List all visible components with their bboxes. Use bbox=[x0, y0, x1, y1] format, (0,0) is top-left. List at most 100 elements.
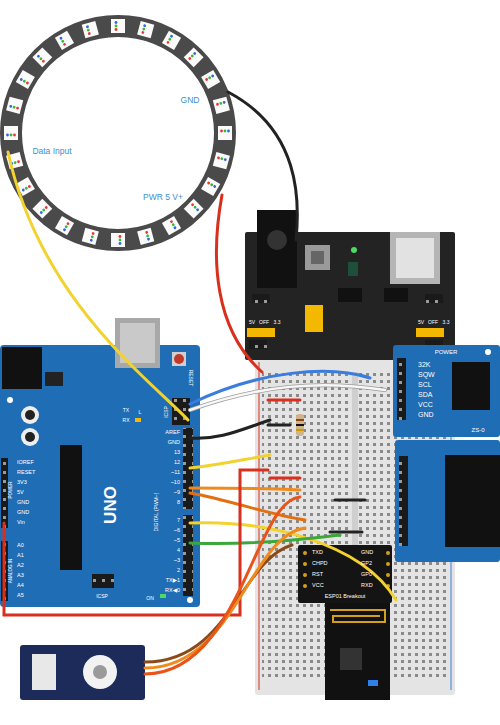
led-ring bbox=[146, 234, 149, 237]
pin-label: SDA bbox=[418, 391, 432, 398]
arduino-board bbox=[187, 597, 193, 603]
led-ring bbox=[55, 216, 74, 235]
wires bbox=[8, 152, 188, 420]
rtc-module bbox=[452, 362, 490, 410]
led-ring bbox=[115, 25, 118, 28]
led-ring bbox=[32, 199, 52, 219]
led-ring bbox=[12, 106, 15, 109]
wires bbox=[335, 499, 365, 502]
led-ring bbox=[22, 79, 26, 83]
led-ring bbox=[27, 185, 31, 189]
pin-label: A4 bbox=[17, 583, 24, 589]
power-module bbox=[305, 305, 323, 332]
esp01-breakout bbox=[298, 545, 392, 700]
pin-label: GND bbox=[17, 500, 29, 506]
pin-label: GND bbox=[361, 550, 373, 556]
led-ring bbox=[147, 238, 150, 241]
pin-label: A2 bbox=[17, 563, 24, 569]
wires bbox=[216, 195, 262, 372]
wires bbox=[190, 385, 385, 410]
pin-label: ~6 bbox=[174, 528, 180, 534]
esp01-breakout bbox=[340, 648, 362, 670]
led-ring bbox=[17, 160, 20, 163]
led-ring bbox=[13, 161, 16, 164]
led-ring bbox=[87, 28, 90, 31]
led-ring bbox=[218, 126, 232, 140]
led-ring bbox=[193, 205, 197, 209]
led-ring bbox=[111, 233, 125, 247]
led-ring bbox=[141, 31, 144, 34]
wires bbox=[228, 92, 297, 240]
esp01-breakout bbox=[330, 610, 385, 622]
arduino-board bbox=[60, 445, 82, 570]
led-ring bbox=[6, 97, 23, 114]
pin-label: 12 bbox=[174, 460, 180, 466]
led-ring bbox=[63, 228, 67, 232]
level-shifter bbox=[445, 455, 500, 547]
led-ring: GNDData InputPWR 5 V+ bbox=[0, 15, 236, 251]
led-ring bbox=[184, 47, 204, 67]
led-ring bbox=[55, 216, 74, 235]
led-ring bbox=[220, 130, 223, 133]
led-ring bbox=[201, 70, 220, 89]
esp01-breakout bbox=[303, 551, 307, 555]
led-ring bbox=[170, 220, 174, 224]
breadboard bbox=[296, 419, 304, 421]
power-module bbox=[311, 251, 324, 264]
pin-label: A3 bbox=[17, 573, 24, 579]
pin-label: 5V bbox=[17, 490, 24, 496]
wires bbox=[190, 488, 300, 490]
wires bbox=[190, 385, 385, 410]
led-ring bbox=[91, 235, 94, 238]
esp01-breakout bbox=[386, 573, 390, 577]
led-ring bbox=[4, 126, 18, 140]
led-ring bbox=[213, 97, 230, 114]
led-ring bbox=[61, 39, 65, 43]
pin-label: 5V bbox=[418, 320, 424, 325]
pin-label: CHPD bbox=[312, 561, 328, 567]
led-ring bbox=[191, 203, 195, 207]
led-ring bbox=[39, 57, 43, 61]
pin-label: OFF bbox=[428, 320, 438, 325]
arduino-board bbox=[7, 397, 13, 403]
power-module bbox=[396, 238, 434, 278]
wires bbox=[268, 424, 290, 427]
servo bbox=[93, 665, 107, 679]
pin-label: ~11 bbox=[171, 470, 180, 476]
power-module bbox=[384, 288, 408, 302]
arduino-board bbox=[183, 515, 193, 596]
wires bbox=[145, 545, 292, 662]
led-ring bbox=[137, 228, 154, 245]
ring-label: Data Input bbox=[32, 147, 71, 156]
power-module bbox=[348, 262, 358, 276]
led-ring bbox=[19, 78, 23, 82]
arduino-board: RESETICSPTXRXLAREFGND1312~11~10~987~6~54… bbox=[0, 345, 200, 607]
breadboard bbox=[296, 414, 304, 436]
led-ring bbox=[224, 130, 227, 133]
led-ring bbox=[63, 42, 67, 46]
power-module bbox=[249, 340, 267, 349]
led-ring bbox=[111, 19, 125, 33]
power-module bbox=[257, 210, 297, 288]
pin-label: RESET bbox=[17, 470, 35, 476]
wires bbox=[270, 477, 300, 480]
pin-label: 2 bbox=[177, 568, 180, 574]
led-ring bbox=[66, 222, 70, 226]
led-ring bbox=[55, 31, 74, 50]
led-ring bbox=[10, 134, 13, 137]
led-ring bbox=[201, 70, 220, 89]
wires bbox=[268, 399, 300, 402]
pin-label: OFF bbox=[259, 320, 269, 325]
esp01-breakout bbox=[386, 551, 390, 555]
led-ring bbox=[119, 235, 122, 238]
wires bbox=[190, 523, 396, 600]
led-ring bbox=[137, 21, 154, 38]
ring-label: PWR 5 V+ bbox=[143, 193, 183, 202]
led-ring bbox=[119, 239, 122, 242]
led-ring bbox=[111, 19, 125, 33]
arduino-board bbox=[45, 372, 63, 386]
led-ring bbox=[119, 242, 122, 245]
arduino-board bbox=[172, 352, 186, 366]
pin-label: 3.3 bbox=[274, 320, 281, 325]
wires bbox=[190, 455, 270, 468]
